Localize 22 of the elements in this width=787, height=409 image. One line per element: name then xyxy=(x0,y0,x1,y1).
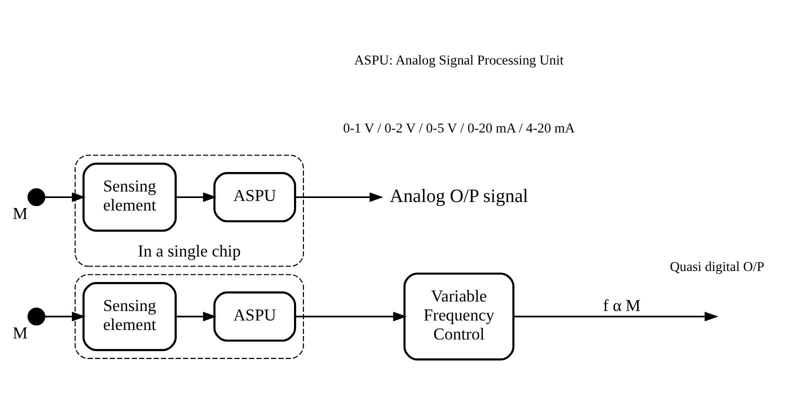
arrow xyxy=(295,312,407,322)
edge-label: f α M xyxy=(602,296,641,316)
arrow xyxy=(514,312,718,322)
arrow xyxy=(295,192,384,202)
node-box: ASPU xyxy=(213,291,296,342)
node-circle xyxy=(28,188,46,206)
node-box: ASPU xyxy=(213,172,296,222)
label: Quasi digital O/P xyxy=(670,258,764,274)
node-box: Sensing element xyxy=(82,282,177,352)
label: 0-1 V / 0-2 V / 0-5 V / 0-20 mA / 4-20 mA xyxy=(343,120,575,136)
node-text: Analog O/P signal xyxy=(390,186,528,207)
node-label: M xyxy=(12,204,28,223)
arrow xyxy=(44,312,86,322)
node-box: Variable Frequency Control xyxy=(403,272,514,361)
arrow xyxy=(44,192,86,202)
label: ASPU: Analog Signal Processing Unit xyxy=(354,52,564,68)
node-box: Sensing element xyxy=(82,162,177,232)
node-circle xyxy=(28,308,46,326)
arrow xyxy=(176,192,217,202)
arrow xyxy=(176,312,217,322)
cluster xyxy=(74,274,304,359)
node-label: M xyxy=(12,323,28,342)
